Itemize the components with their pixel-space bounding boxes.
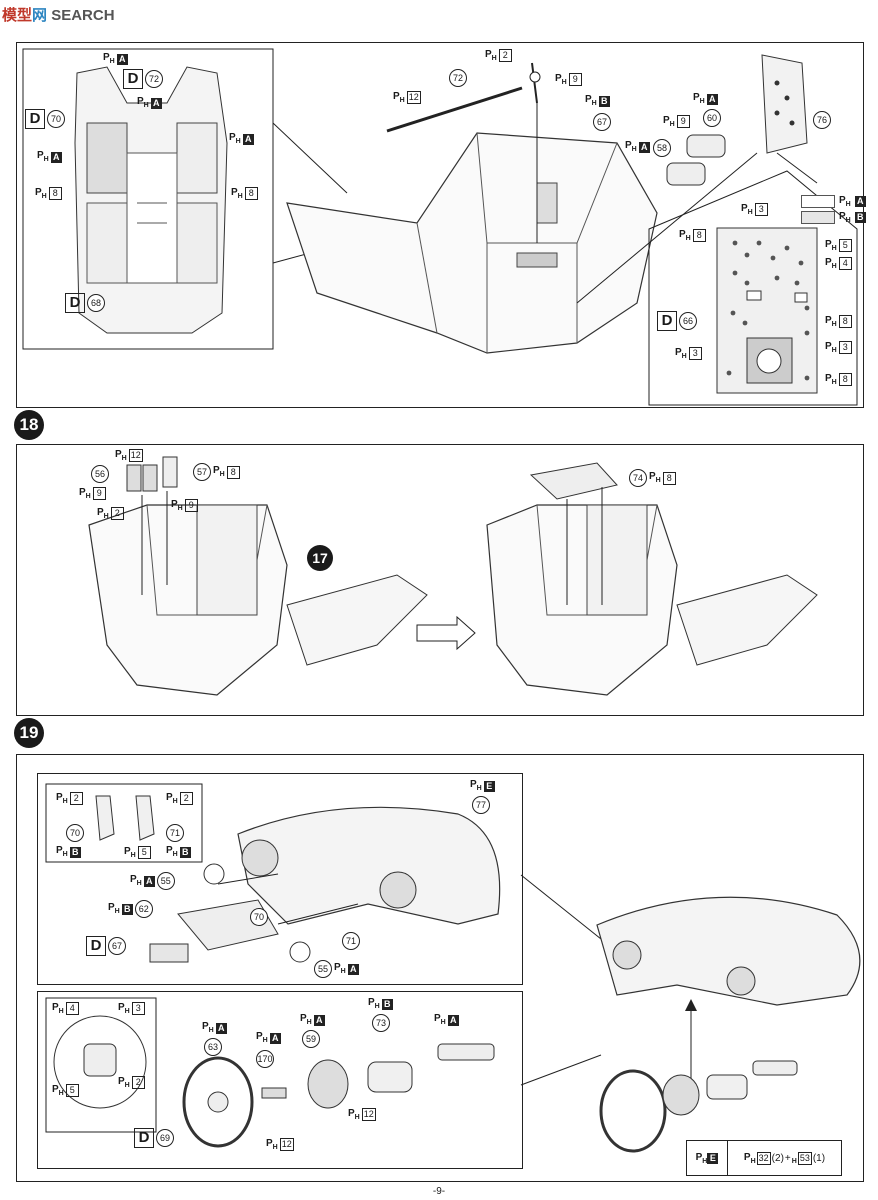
step-17-diagram bbox=[22, 48, 858, 406]
label-part-76: 76 bbox=[813, 111, 831, 129]
label-part-63: 63 bbox=[204, 1038, 222, 1056]
step-18-diagram bbox=[88, 456, 818, 696]
label-part-73: 73 bbox=[372, 1014, 390, 1032]
steering-diagram bbox=[45, 997, 495, 1148]
label-part-56: 56 bbox=[91, 465, 109, 483]
label-part-71-main: 71 bbox=[342, 932, 360, 950]
step-17-ref: 17 bbox=[307, 545, 333, 571]
label-part-70-main: 70 bbox=[250, 908, 268, 926]
step-19-number: 19 bbox=[14, 718, 44, 748]
label-part-70-detail: 70 bbox=[66, 824, 84, 842]
label-part-67: 67 bbox=[593, 113, 611, 131]
label-part-60: 60 bbox=[703, 109, 721, 127]
label-part-71-detail: 71 bbox=[166, 824, 184, 842]
label-part-170: 170 bbox=[256, 1050, 274, 1068]
watermark-logo: 模型网 SEARCH bbox=[2, 7, 115, 24]
step-18-number: 18 bbox=[14, 410, 44, 440]
label-part-59: 59 bbox=[302, 1030, 320, 1048]
dash-diagram bbox=[45, 783, 501, 963]
label-part-72: 72 bbox=[449, 69, 467, 87]
label-part-77: 77 bbox=[472, 796, 490, 814]
page-number: -9- bbox=[432, 1186, 446, 1197]
label-part-58: 58 bbox=[653, 139, 671, 157]
